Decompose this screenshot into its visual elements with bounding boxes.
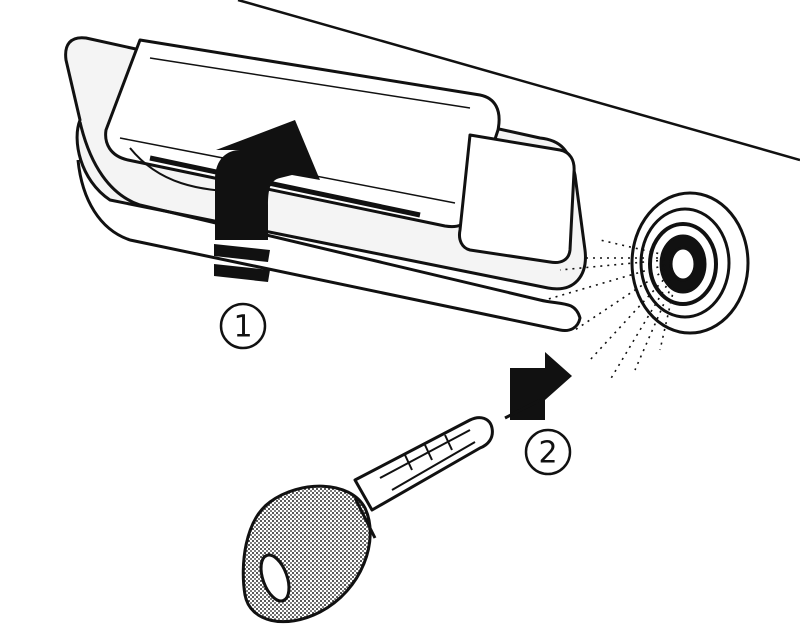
step-1-number: 1: [233, 310, 252, 345]
step-2-badge: 2: [524, 428, 572, 476]
insert-key-arrow-icon: [504, 352, 572, 420]
step-1-badge: 1: [219, 302, 267, 350]
spray-icon: [544, 239, 675, 381]
key: [241, 416, 494, 624]
door-panel-outline: [237, 0, 800, 162]
door-handle: [64, 36, 587, 332]
lift-handle-arrow-icon: [214, 120, 320, 282]
step-2-number: 2: [538, 436, 557, 471]
lock-cylinder: [630, 191, 750, 335]
